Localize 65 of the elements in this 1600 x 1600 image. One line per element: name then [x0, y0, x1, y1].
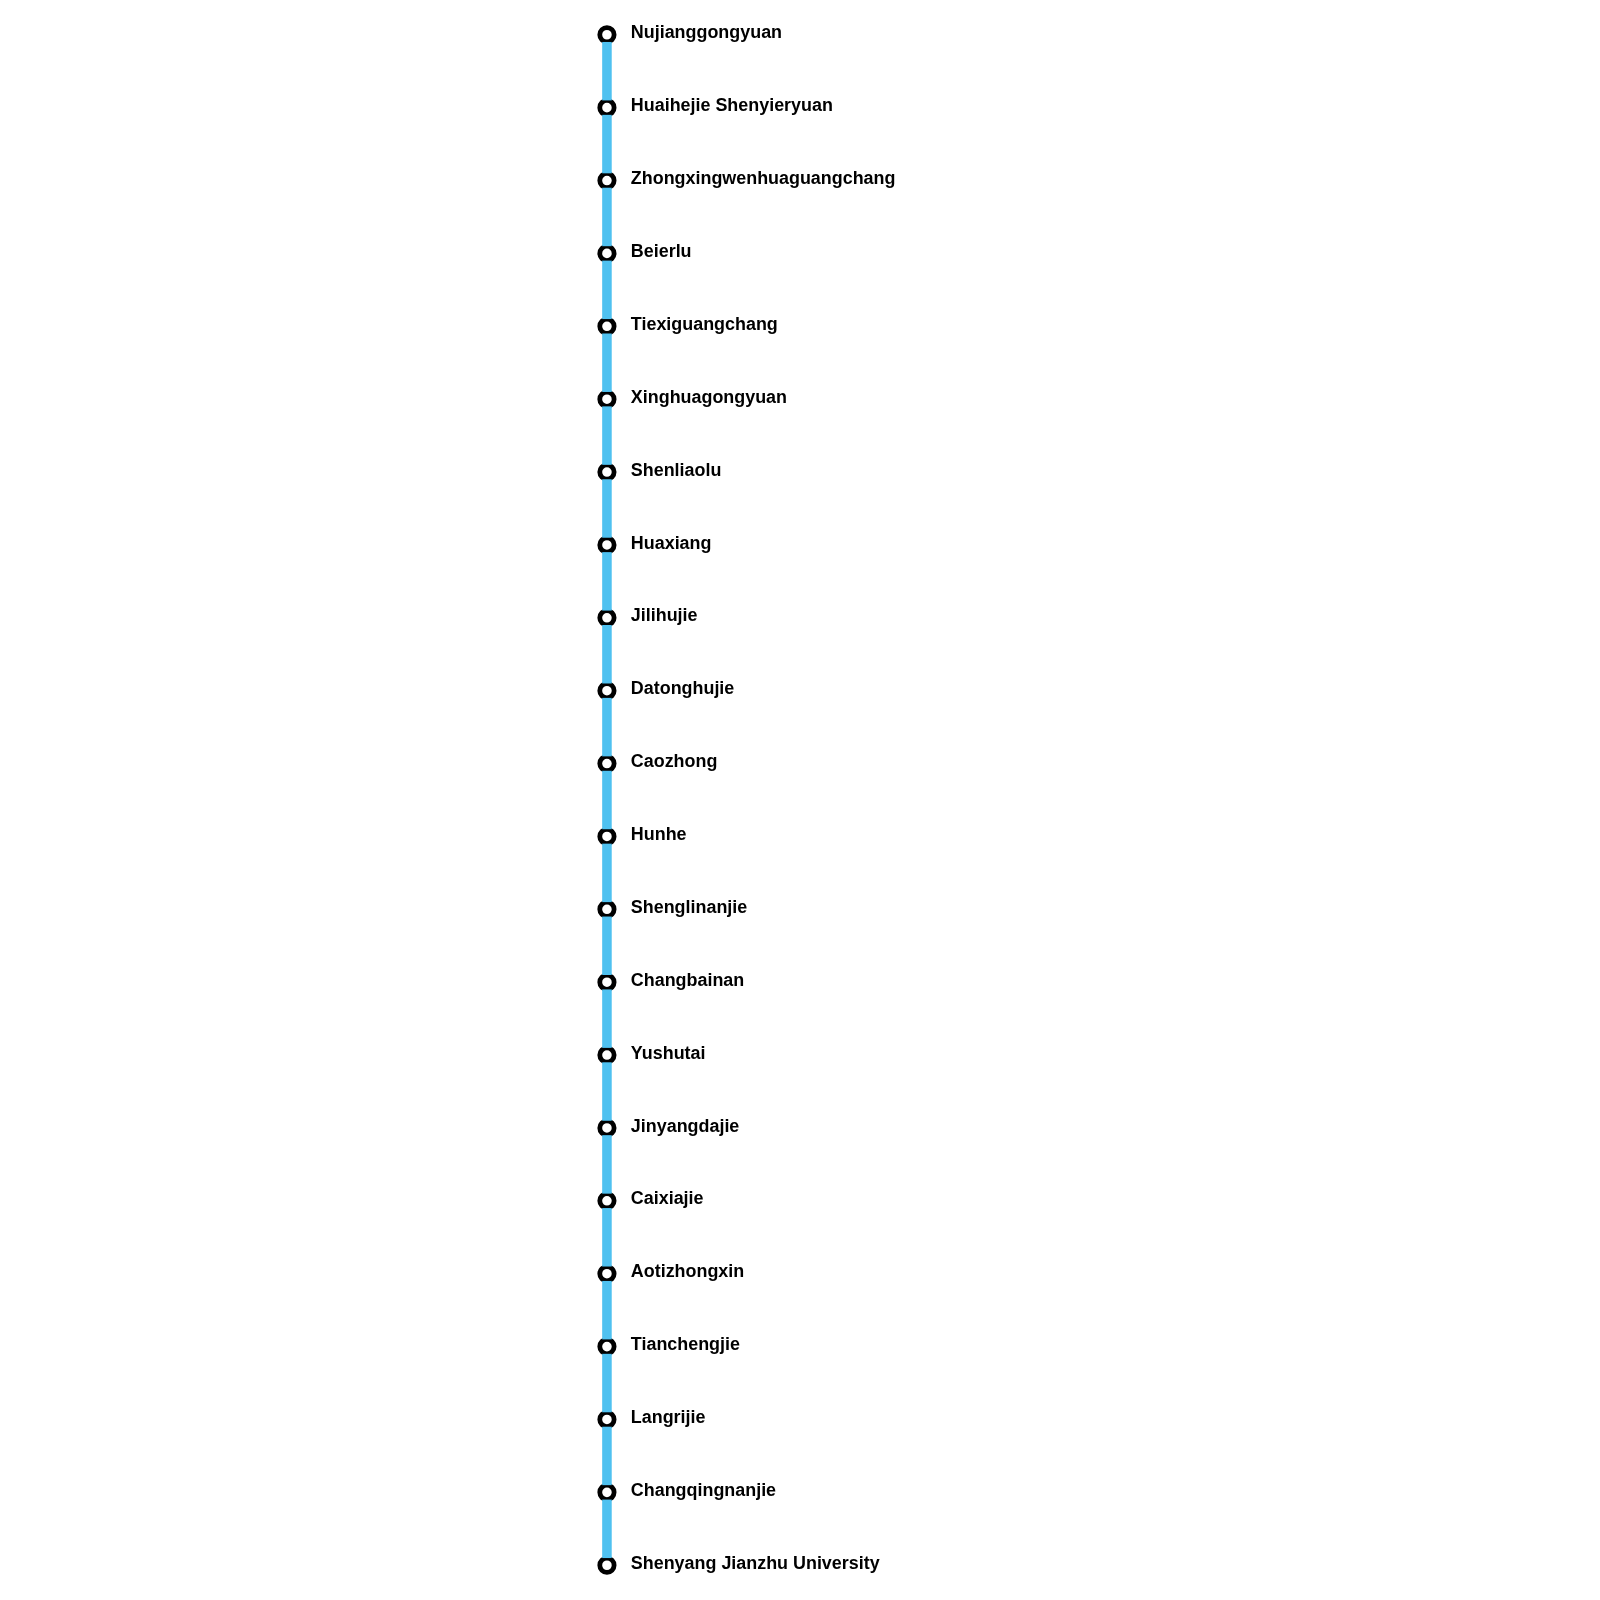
node-label: Caozhong	[630, 751, 717, 772]
connector	[601, 260, 612, 320]
node-circle	[596, 681, 616, 701]
connector	[601, 843, 612, 903]
node-label: Shenliaolu	[630, 459, 721, 480]
node-circle	[596, 972, 616, 992]
node-circle	[596, 899, 616, 919]
connector	[601, 406, 612, 465]
node-label: Hunhe	[630, 824, 687, 845]
node-label: Tianchengjie	[630, 1334, 740, 1355]
node-label: Xinghuagongyuan	[630, 386, 787, 407]
node-label: Yushutai	[630, 1042, 705, 1063]
node-label: Shenglinanjie	[630, 896, 747, 917]
node-circle	[596, 389, 616, 409]
node-circle	[596, 1337, 616, 1357]
connector	[601, 916, 612, 975]
node-label: Beierlu	[630, 240, 692, 261]
node-circle	[596, 1555, 616, 1575]
node-circle	[596, 608, 616, 628]
node-label: Nujianggongyuan	[630, 22, 782, 43]
node-circle	[596, 316, 616, 336]
node-circle	[596, 98, 616, 118]
connector	[601, 41, 612, 101]
node-circle	[596, 1409, 616, 1430]
connector	[601, 187, 612, 247]
node-circle	[596, 1482, 616, 1502]
node-circle	[596, 1045, 616, 1065]
node-circle	[596, 243, 616, 263]
node-label: Caixiajie	[630, 1188, 704, 1209]
connector	[601, 1062, 612, 1121]
connector	[601, 989, 612, 1048]
connector	[601, 1426, 612, 1486]
node-label: Huaxiang	[630, 532, 711, 553]
node-label: Huaihejie Shenyieryuan	[630, 95, 833, 116]
node-circle	[596, 170, 616, 191]
node-label: Aotizhongxin	[630, 1261, 744, 1282]
connector	[601, 1353, 612, 1413]
connector	[601, 625, 612, 684]
node-label: Jilihujie	[630, 605, 698, 626]
node-circle	[596, 535, 616, 555]
node-circle	[596, 1191, 616, 1211]
connector	[601, 770, 612, 830]
node-label: Shenyang Jianzhu University	[630, 1552, 880, 1573]
connector	[601, 1499, 612, 1559]
node-label: Zhongxingwenhuaguangchang	[630, 168, 895, 189]
node-label: Changqingnanjie	[630, 1479, 776, 1500]
connector	[601, 333, 612, 392]
node-circle	[596, 462, 616, 482]
node-label: Changbainan	[630, 969, 744, 990]
node-circle	[596, 1264, 616, 1284]
node-label: Jinyangdajie	[630, 1115, 739, 1136]
connector	[601, 1135, 612, 1194]
node-circle	[596, 25, 616, 45]
node-label: Datonghujie	[630, 678, 734, 699]
node-circle	[596, 1118, 616, 1138]
connector	[601, 697, 612, 757]
node-circle	[596, 826, 616, 846]
node-label: Langrijie	[630, 1407, 705, 1428]
node-circle	[596, 754, 616, 774]
connector	[601, 1208, 612, 1267]
connector	[601, 552, 612, 611]
connector	[601, 114, 612, 174]
connector	[601, 479, 612, 538]
node-label: Tiexiguangchang	[630, 313, 778, 334]
connector	[601, 1280, 612, 1340]
